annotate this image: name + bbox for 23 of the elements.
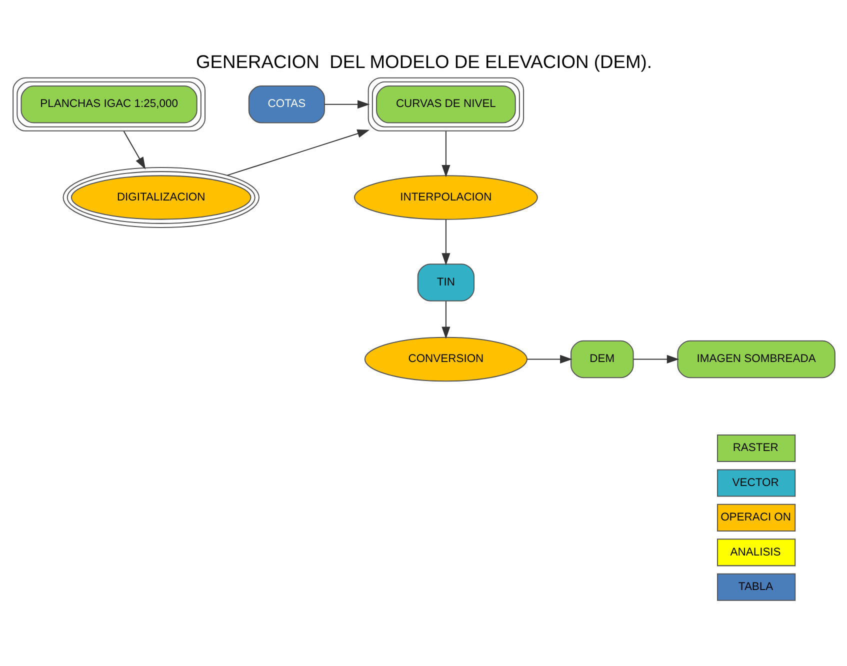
node-box: PLANCHAS IGAC 1:25,000 [12,76,206,131]
node-box: CURVAS DE NIVEL [367,76,524,131]
arrow [441,218,450,265]
legend-label: OPERACI ON [720,511,791,524]
arrow [226,128,370,176]
node-box: COTAS [248,85,324,123]
arrow [122,130,146,169]
arrow [441,300,450,338]
arrow [324,100,370,108]
node-ellipse: DIGITALIZACION [62,166,259,228]
diagram-title: GENERACION DEL MODELO DE ELEVACION (DEM). [196,50,652,72]
node-box: TIN [416,263,474,301]
arrow [441,130,450,177]
arrow [632,354,679,364]
legend-label: ANALISIS [730,546,780,558]
node-box: DEM [570,340,634,378]
legend-label: TABLA [738,580,773,592]
arrow [526,354,572,364]
node-ellipse: CONVERSION [364,336,527,382]
legend-label: VECTOR [732,476,778,488]
node-box: IMAGEN SOMBREADA [676,340,835,378]
legend-label: RASTER [732,442,778,454]
node-ellipse: INTERPOLACION [353,174,538,220]
